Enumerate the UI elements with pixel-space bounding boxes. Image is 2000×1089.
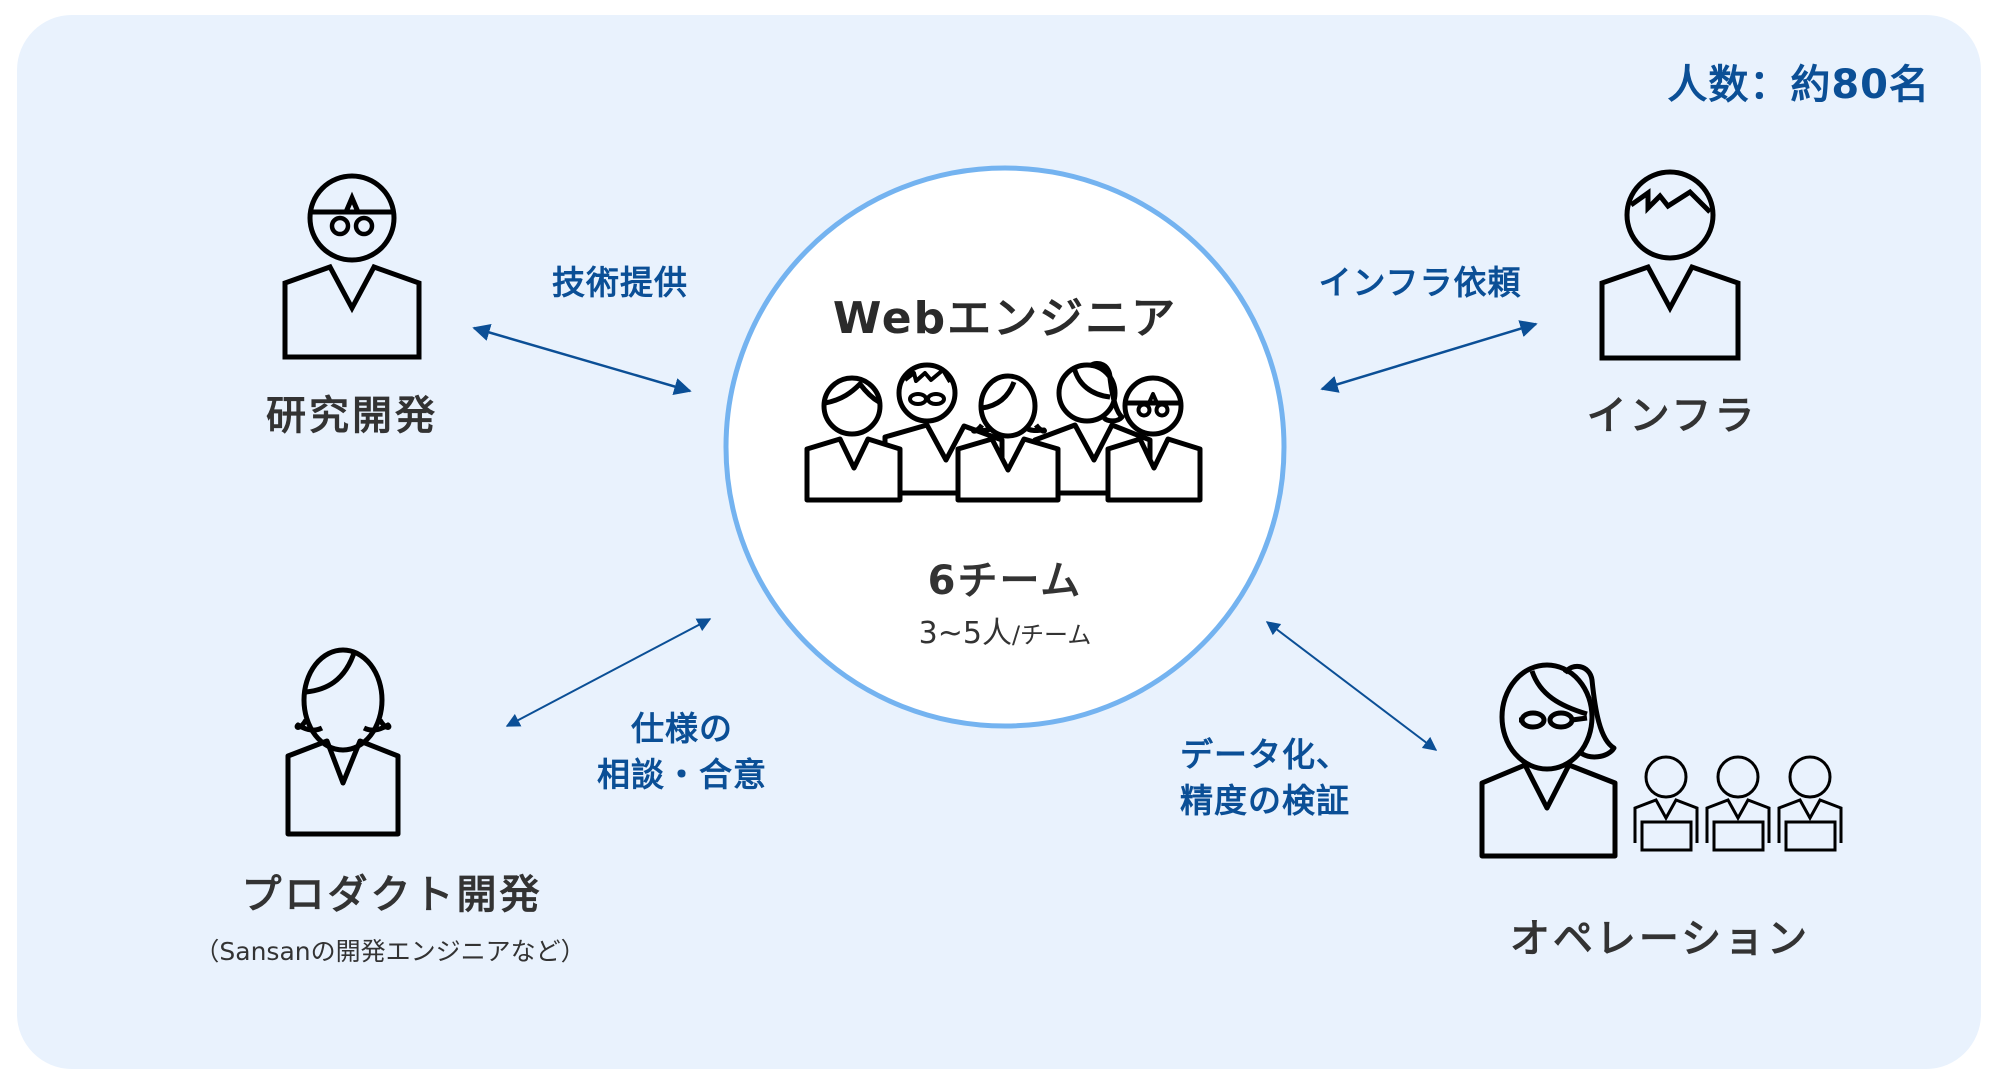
group-of-five-people-icon: [804, 361, 1203, 503]
team-size: 3~5人/チーム: [919, 608, 1092, 652]
relation-line: 技術提供: [552, 263, 688, 302]
relation-line: 仕様の: [631, 709, 733, 748]
relation-label-operation: データ化、 精度の検証: [1180, 732, 1350, 824]
operator-icon: [1633, 755, 1699, 852]
arrow-infra: [1320, 320, 1538, 393]
operator-icon: [1705, 755, 1771, 852]
team-size-value: 3~5人: [918, 616, 1012, 651]
node-label-product: プロダクト開発: [241, 872, 543, 918]
relation-label-infra: インフラ依頼: [1318, 260, 1521, 306]
relation-line: データ化、: [1180, 735, 1350, 774]
node-label-operation: オペレーション: [1509, 916, 1811, 962]
team-count: 6チーム: [927, 558, 1083, 604]
center-circle: [723, 165, 1287, 729]
relation-line: インフラ依頼: [1318, 263, 1522, 302]
person-icon: [1599, 169, 1741, 361]
relation-label-product: 仕様の 相談・合意: [597, 706, 767, 798]
relation-line: 相談・合意: [597, 755, 767, 794]
arrow-research: [472, 324, 692, 395]
node-label-research: 研究開発: [266, 393, 438, 439]
operator-icon: [1777, 755, 1843, 852]
woman-with-glasses-and-operators-icon: [1479, 662, 1618, 859]
center-title: Webエンジニア: [832, 293, 1178, 344]
relation-line: 精度の検証: [1180, 781, 1350, 820]
team-size-unit: /チーム: [1011, 621, 1092, 649]
relation-label-research: 技術提供: [552, 260, 688, 306]
node-sublabel-product: （Sansanの開発エンジニアなど）: [194, 937, 586, 966]
arrow-operation: [1265, 621, 1438, 751]
headcount-label: 人数：約80名: [1667, 62, 1930, 108]
person-with-glasses-icon: [282, 173, 422, 360]
arrow-product: [505, 618, 712, 727]
node-label-infra: インフラ: [1586, 393, 1758, 439]
operator-icons: [1633, 755, 1843, 852]
woman-icon: [285, 647, 401, 837]
